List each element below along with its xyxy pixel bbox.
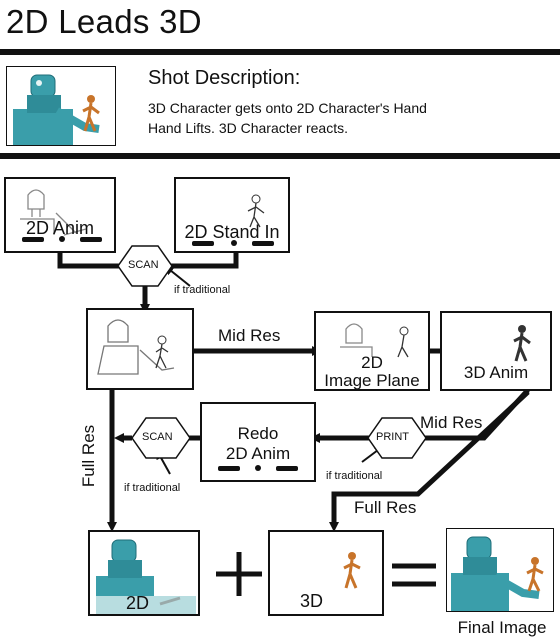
label-3d-output: 3D bbox=[300, 591, 324, 611]
3d-character-icon bbox=[513, 325, 531, 362]
title-rule bbox=[0, 49, 560, 55]
robot-and-character-illustration bbox=[13, 74, 100, 145]
shot-description-line: 3D Character gets onto 2D Character's Ha… bbox=[148, 100, 427, 116]
frame-3d-anim: 3D Anim bbox=[440, 311, 552, 391]
if-traditional-note: if traditional bbox=[326, 470, 383, 482]
frame-scanned-2d bbox=[86, 308, 194, 390]
label-2d-output: 2D bbox=[126, 593, 150, 613]
final-composite-icon bbox=[451, 536, 544, 611]
frame-redo-2d-anim: Redo 2D Anim bbox=[200, 402, 316, 482]
shot-rule bbox=[0, 153, 560, 159]
robot-sketch-icon bbox=[20, 189, 102, 242]
timeline-marks-icon bbox=[218, 465, 298, 471]
label-final-image: Final Image bbox=[457, 618, 547, 637]
label-2d-anim: 2D Anim bbox=[25, 218, 95, 238]
frame-2d-image-plane: 2D Image Plane bbox=[314, 311, 430, 391]
label-image-plane-1: 2D bbox=[361, 353, 383, 372]
shot-description-line: Hand Lifts. 3D Character reacts. bbox=[148, 120, 348, 136]
label-redo-1: Redo bbox=[237, 424, 279, 443]
frame-3d-output: 3D bbox=[268, 530, 384, 616]
print-label: PRINT bbox=[376, 431, 409, 443]
stick-figure-icon bbox=[192, 194, 274, 246]
label-3d-anim: 3D Anim bbox=[463, 363, 529, 382]
page-title: 2D Leads 3D bbox=[6, 3, 202, 40]
edge-label-full-res-left: Full Res bbox=[79, 424, 99, 488]
label-image-plane-2: Image Plane bbox=[324, 371, 420, 390]
if-traditional-note: if traditional bbox=[124, 482, 181, 494]
3d-character-color-icon bbox=[343, 552, 361, 589]
frame-final-image bbox=[446, 528, 554, 612]
frame-2d-output: 2D bbox=[88, 530, 200, 616]
robot-with-stand-in-sketch bbox=[97, 319, 175, 375]
edge-label-mid-res: Mid Res bbox=[218, 326, 281, 345]
connector-standin-to-scan bbox=[170, 252, 239, 269]
robot-2d-color-icon bbox=[96, 539, 196, 614]
shot-description-heading: Shot Description: bbox=[148, 67, 301, 89]
label-redo-2: 2D Anim bbox=[225, 444, 291, 463]
edge-label-full-res-right: Full Res bbox=[354, 498, 417, 517]
image-plane-sketch bbox=[340, 323, 409, 358]
if-traditional-note: if traditional bbox=[174, 284, 231, 296]
edge-label-mid-res-right: Mid Res bbox=[420, 413, 483, 432]
frame-2d-anim: 2D Anim bbox=[4, 177, 116, 253]
label-2d-stand-in: 2D Stand In bbox=[184, 222, 280, 242]
frame-2d-stand-in: 2D Stand In bbox=[174, 177, 290, 253]
scan-label: SCAN bbox=[128, 259, 159, 271]
equals-sign bbox=[392, 563, 436, 587]
plus-sign bbox=[216, 552, 262, 596]
scan-label: SCAN bbox=[142, 431, 173, 443]
connector-anim-to-scan bbox=[57, 252, 120, 269]
arrow-full-res-right bbox=[329, 390, 530, 532]
shot-thumbnail bbox=[6, 66, 116, 146]
